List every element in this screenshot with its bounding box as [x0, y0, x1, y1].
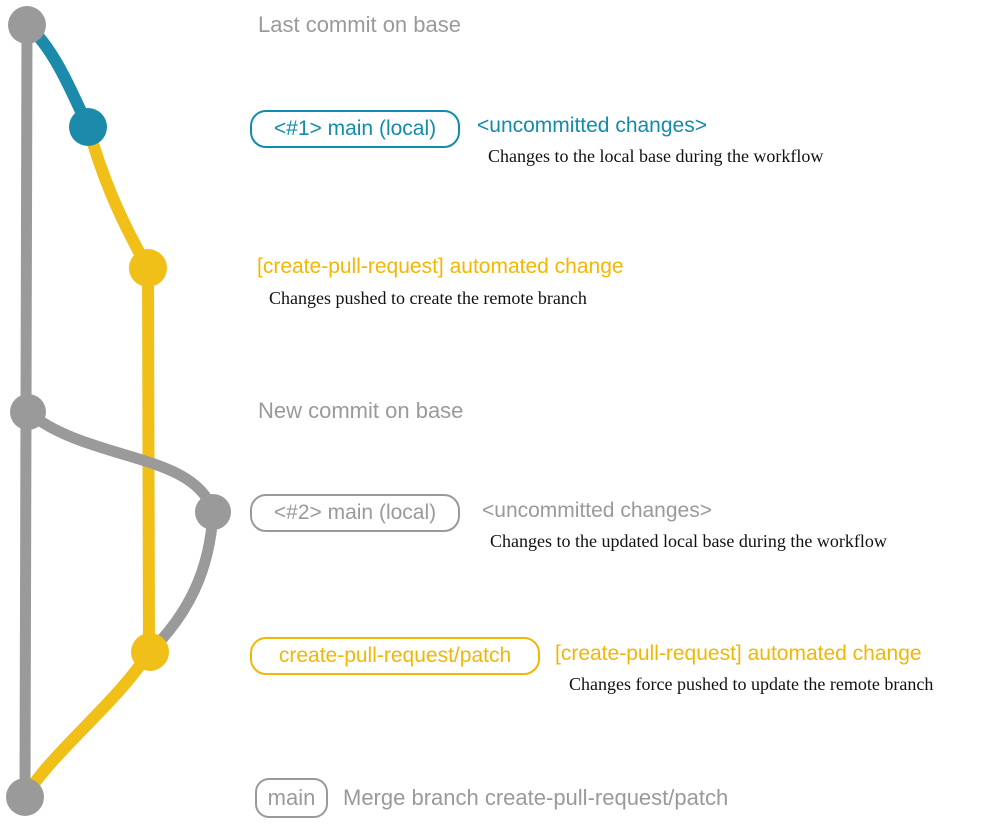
- caption-automated-2: Changes force pushed to update the remot…: [569, 674, 934, 694]
- edge-merge: [19, 646, 155, 803]
- commit-message-merge: Merge branch create-pull-request/patch: [343, 785, 729, 810]
- branch-badge-main-local-1: <#1> main (local): [250, 110, 460, 148]
- edge-uncommitted-2: [22, 406, 219, 518]
- caption-uncommitted-1: Changes to the local base during the wor…: [488, 146, 824, 166]
- label-new-commit-on-base: New commit on base: [258, 398, 464, 423]
- branch-badge-main-local-2: <#2> main (local): [250, 494, 460, 532]
- node-uncommitted-changes-2: [195, 494, 231, 530]
- commit-message-automated-2: [create-pull-request] automated change: [555, 642, 922, 665]
- commit-message-uncommitted-2: <uncommitted changes>: [482, 499, 712, 522]
- commit-message-automated-1: [create-pull-request] automated change: [257, 255, 624, 278]
- edge-rebase: [144, 506, 219, 658]
- node-last-commit-on-base: [8, 6, 46, 44]
- node-uncommitted-changes-1: [69, 108, 107, 146]
- node-automated-change-1: [129, 249, 167, 287]
- commit-message-uncommitted-1: <uncommitted changes>: [477, 114, 707, 137]
- node-new-commit-on-base: [10, 394, 46, 430]
- caption-uncommitted-2: Changes to the updated local base during…: [490, 531, 887, 551]
- node-merge-commit: [6, 778, 44, 816]
- label-last-commit-on-base: Last commit on base: [258, 12, 461, 37]
- node-automated-change-2: [131, 633, 169, 671]
- branch-badge-create-pull-request-patch: create-pull-request/patch: [250, 637, 540, 675]
- branch-badge-main: main: [255, 778, 328, 818]
- caption-automated-1: Changes pushed to create the remote bran…: [269, 288, 587, 308]
- edge-automated-1: [82, 121, 154, 274]
